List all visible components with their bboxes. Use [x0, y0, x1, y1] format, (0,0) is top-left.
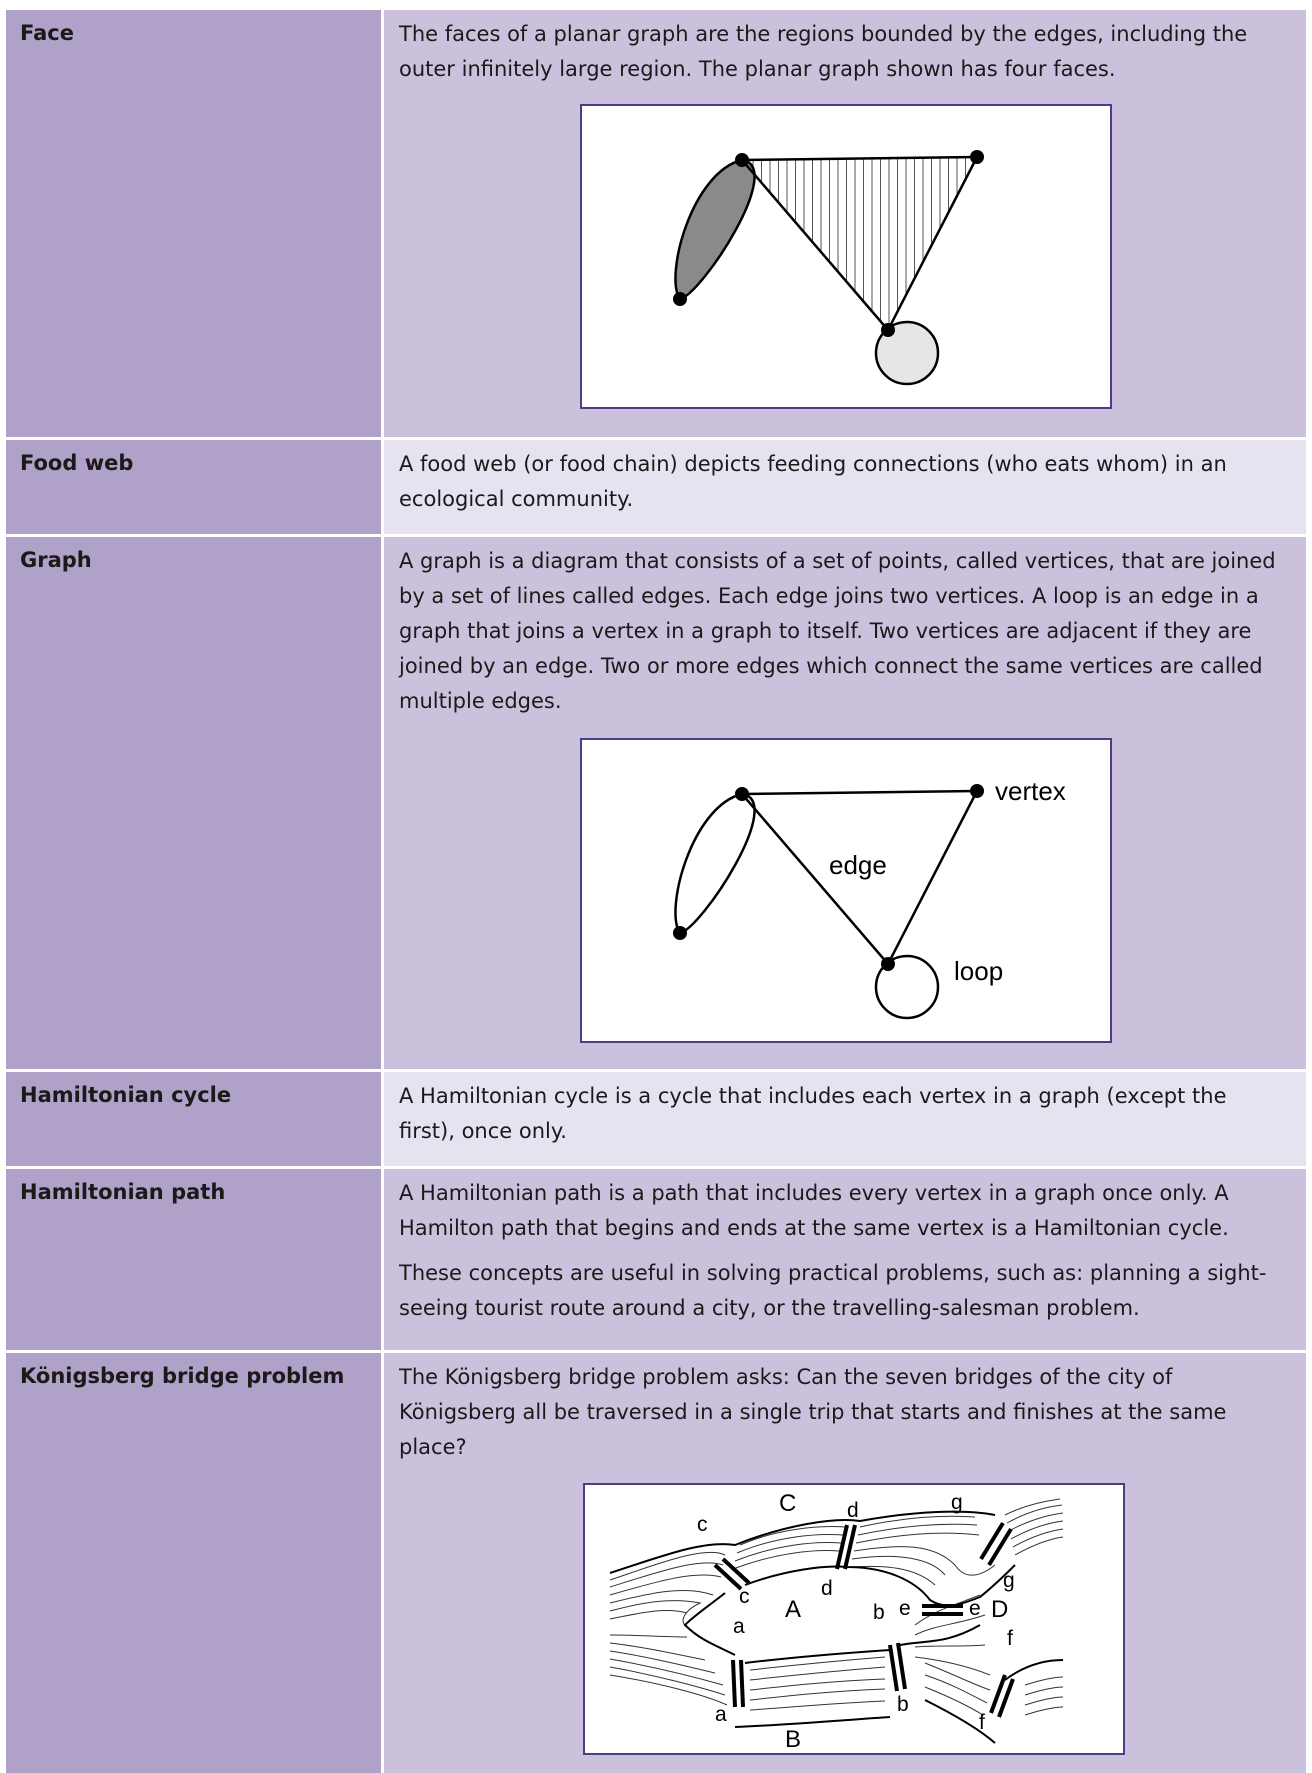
glossary-row-hamiltonian-cycle: Hamiltonian cycle A Hamiltonian cycle is… [6, 1071, 1306, 1168]
vertex-dot [881, 323, 895, 337]
bridge-label-a: a [715, 1703, 727, 1726]
vertex-dot [970, 150, 984, 164]
bridge-label-g: g [1003, 1569, 1015, 1592]
region-label-c: C [779, 1490, 796, 1517]
bridge-label-c: c [739, 1585, 750, 1608]
term-label: Graph [6, 537, 381, 576]
term-label: Königsberg bridge problem [6, 1353, 381, 1392]
vertex-dot [970, 784, 984, 798]
vertex-dot [673, 926, 687, 940]
bridge-label-d: d [847, 1499, 859, 1522]
bridge-label-b: b [873, 1601, 885, 1624]
region-label-a: A [785, 1596, 801, 1623]
definition-text: The Königsberg bridge problem asks: Can … [399, 1360, 1280, 1465]
definition-text: A food web (or food chain) depicts feedi… [399, 447, 1280, 517]
vertex-dot [735, 153, 749, 167]
bridge-label-a: a [733, 1615, 745, 1638]
term-label: Hamiltonian path [6, 1169, 381, 1208]
term-label: Food web [6, 440, 381, 479]
vertex-dot [673, 292, 687, 306]
multiple-edge [675, 794, 754, 933]
definition-text: The faces of a planar graph are the regi… [399, 17, 1280, 87]
glossary-row-hamiltonian-path: Hamiltonian path A Hamiltonian path is a… [6, 1168, 1306, 1352]
glossary-row-konigsberg: Königsberg bridge problem The Königsberg… [6, 1352, 1306, 1773]
loop-label: loop [954, 956, 1003, 986]
bridge-label-b: b [897, 1693, 909, 1716]
glossary-row-face: Face The faces of a planar graph are the… [6, 9, 1306, 439]
graph-parts-diagram: vertex edge loop [582, 740, 1110, 1041]
bridge-label-c: c [697, 1513, 708, 1536]
dark-shaded-face [675, 160, 754, 299]
konigsberg-map-diagram: A B C D a a b b c c d d [585, 1485, 1123, 1753]
glossary-table: Face The faces of a planar graph are the… [6, 7, 1306, 1773]
definition-text: A Hamiltonian cycle is a cycle that incl… [399, 1079, 1280, 1149]
right-edge [888, 791, 977, 964]
hatched-face [742, 157, 977, 330]
definition-text-2: These concepts are useful in solving pra… [399, 1256, 1280, 1326]
bridge-label-e: e [899, 1597, 911, 1620]
graph-parts-figure: vertex edge loop [580, 738, 1112, 1043]
faces-graph-diagram [582, 106, 1110, 407]
konigsberg-map-figure: A B C D a a b b c c d d [583, 1483, 1125, 1755]
bridge-label-d: d [821, 1577, 833, 1600]
definition-text: A Hamiltonian path is a path that includ… [399, 1176, 1280, 1246]
bridge-label-e: e [969, 1597, 981, 1620]
vertex-dot [881, 957, 895, 971]
region-label-b: B [785, 1726, 801, 1753]
bridge-label-f: f [1007, 1627, 1013, 1650]
edge-label: edge [829, 850, 887, 880]
vertex-label: vertex [995, 776, 1066, 806]
vertex-dot [735, 787, 749, 801]
glossary-row-graph: Graph A graph is a diagram that consists… [6, 536, 1306, 1071]
top-edge [742, 791, 977, 794]
definition-text: A graph is a diagram that consists of a … [399, 544, 1280, 719]
glossary-row-food-web: Food web A food web (or food chain) depi… [6, 439, 1306, 536]
bridge-label-g: g [951, 1491, 963, 1514]
bridge-label-f: f [979, 1711, 985, 1734]
region-label-d: D [991, 1596, 1008, 1623]
planar-graph-faces-figure [580, 104, 1112, 409]
term-label: Hamiltonian cycle [6, 1072, 381, 1111]
term-label: Face [6, 10, 381, 49]
